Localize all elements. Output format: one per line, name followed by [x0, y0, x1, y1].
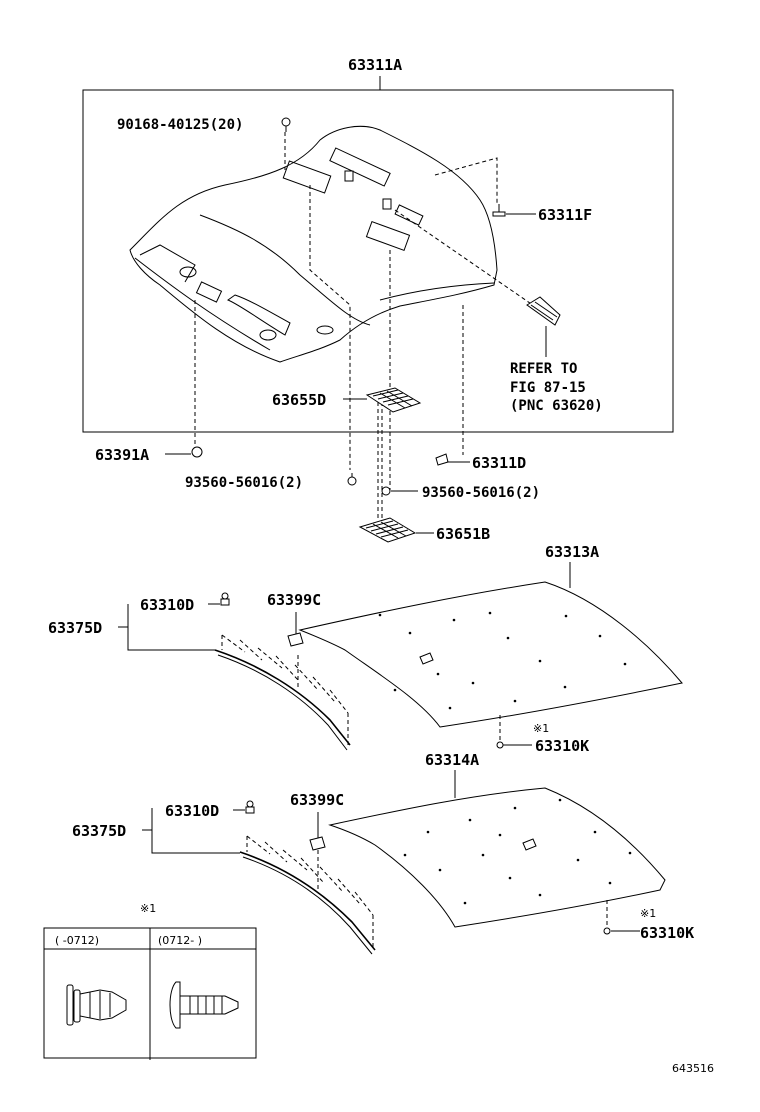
clip-early-icon [66, 984, 127, 1026]
clip-63310K-upper [496, 741, 504, 749]
table-col-early: ( -0712) [55, 934, 99, 947]
trim-63375D-upper [214, 634, 351, 751]
guide-left-screw [309, 185, 351, 470]
label-63655D: 63655D [272, 391, 326, 409]
clip-63310D-upper [220, 592, 230, 606]
screw-90168 [281, 117, 291, 132]
label-90168: 90168-40125(20) [117, 117, 243, 133]
label-63311D: 63311D [472, 454, 526, 472]
note-1-table: ※1 [140, 902, 156, 915]
label-63651B: 63651B [436, 525, 490, 543]
label-63311F: 63311F [538, 206, 592, 224]
pad-63655D [365, 387, 422, 413]
label-63375D-lower: 63375D [72, 822, 126, 840]
guide-lamp [394, 209, 541, 311]
label-63311A: 63311A [348, 56, 402, 74]
label-93560-right: 93560-56016(2) [422, 485, 540, 501]
note-1-lower: ※1 [640, 907, 656, 920]
refer-line-3: (PNC 63620) [510, 398, 603, 414]
clip-63310D-lower [245, 800, 255, 814]
clip-63310K-lower [603, 927, 611, 935]
clip-variant-table [43, 927, 257, 1060]
guide-63311F [434, 157, 498, 205]
clip-late-icon [169, 981, 239, 1029]
note-1-upper: ※1 [533, 722, 549, 735]
label-63310K-upper: 63310K [535, 737, 589, 755]
label-93560-left: 93560-56016(2) [185, 475, 303, 491]
clip-63311F [492, 204, 506, 217]
label-63313A: 63313A [545, 543, 599, 561]
headliner-63311A [129, 125, 498, 363]
label-63310D-lower: 63310D [165, 802, 219, 820]
table-col-late: (0712- ) [158, 934, 202, 947]
label-63375D-upper: 63375D [48, 619, 102, 637]
label-63310K-lower: 63310K [640, 924, 694, 942]
label-63310D-upper: 63310D [140, 596, 194, 614]
screw-93560-right [381, 486, 391, 496]
figure-number: 643516 [672, 1062, 714, 1075]
pad-63651B [358, 517, 417, 543]
screw-93560-left [347, 473, 357, 486]
cap-63391A [191, 446, 203, 458]
refer-line-2: FIG 87-15 [510, 380, 586, 396]
map-lamp [526, 296, 561, 326]
label-63314A: 63314A [425, 751, 479, 769]
trim-63375D-lower [239, 835, 376, 955]
nut-63399C-lower [309, 836, 326, 851]
refer-line-1: REFER TO [510, 361, 577, 377]
nut-63399C-upper [287, 632, 304, 647]
panel-63313A [298, 581, 683, 728]
label-63391A: 63391A [95, 446, 149, 464]
panel-63314A [328, 787, 666, 928]
label-63399C-upper: 63399C [267, 591, 321, 609]
clip-63311D [435, 453, 449, 466]
label-63399C-lower: 63399C [290, 791, 344, 809]
